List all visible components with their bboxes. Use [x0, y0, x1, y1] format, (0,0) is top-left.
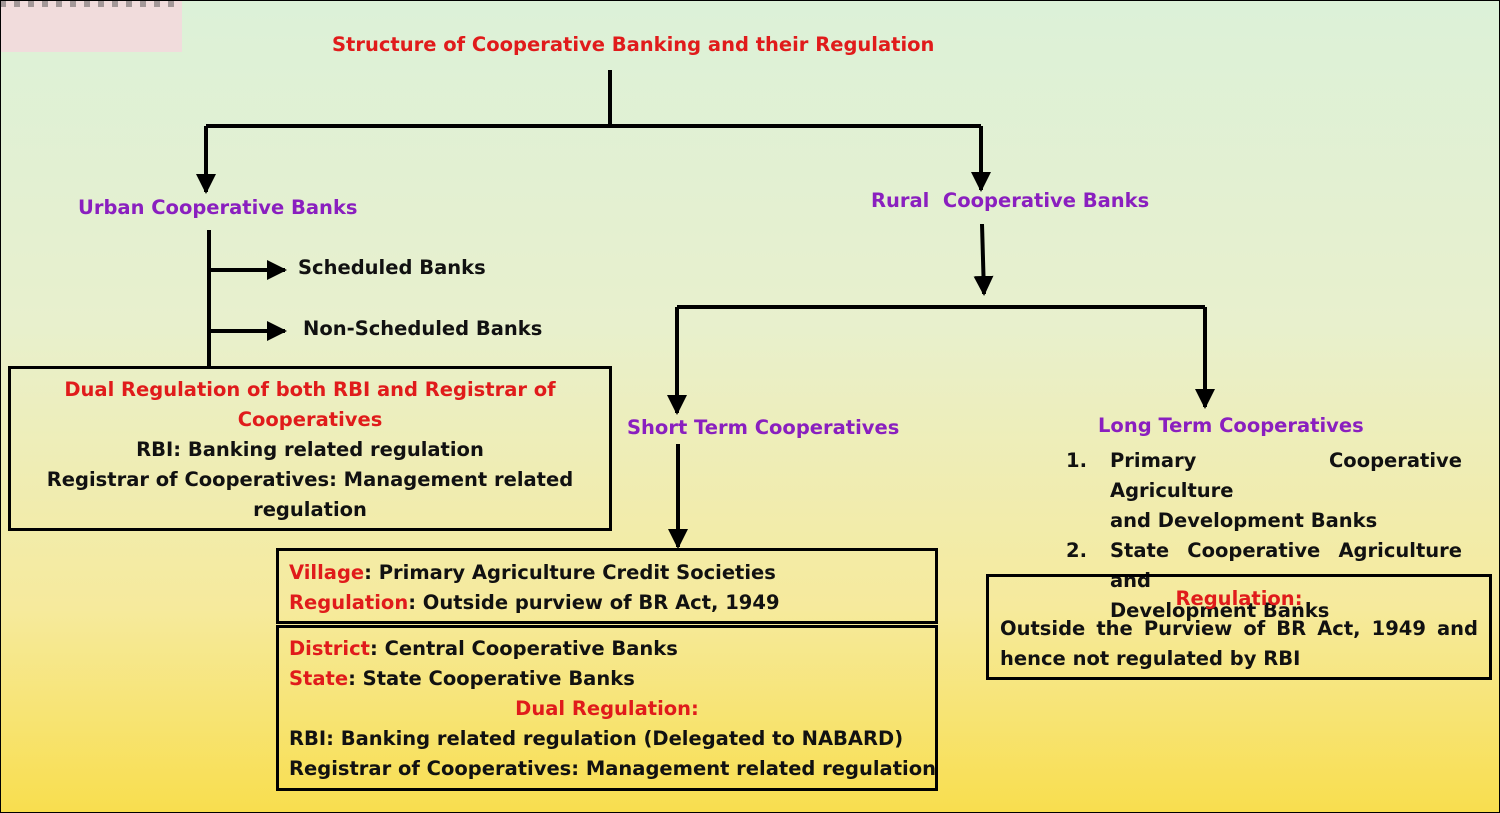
long-term-item-1-line-2: and Development Banks [1110, 509, 1378, 532]
corner-artifact [0, 0, 182, 52]
list-number: 1. [1066, 449, 1087, 472]
long-term-item-1-line-1: Primary Cooperative Agriculture [1110, 449, 1462, 502]
regulation-key: Regulation [289, 591, 409, 614]
regulation-value: : Outside purview of BR Act, 1949 [408, 591, 780, 614]
urban-regulation-heading-line-2: Cooperatives [237, 408, 383, 431]
urban-rbi-regulation-line: RBI: Banking related regulation [136, 438, 484, 461]
scheduled-banks-label: Scheduled Banks [298, 256, 486, 279]
urban-registrar-line-1: Registrar of Cooperatives: Management re… [46, 468, 574, 491]
long-term-list: 1. Primary Cooperative Agriculture and D… [1066, 446, 1462, 626]
short-term-cooperatives-label: Short Term Cooperatives [627, 416, 900, 439]
urban-regulation-box: Dual Regulation of both RBI and Registra… [8, 366, 612, 531]
district-value: : Central Cooperative Banks [369, 637, 678, 660]
long-term-regulation-line-1: Outside the Purview of BR Act, 1949 and [1000, 617, 1478, 640]
list-number: 2. [1066, 539, 1087, 562]
dual-regulation-heading: Dual Regulation: [515, 697, 699, 720]
state-value: : State Cooperative Banks [348, 667, 635, 690]
district-line: District: Central Cooperative Banks [289, 634, 935, 664]
long-term-list-item: 1. Primary Cooperative Agriculture and D… [1066, 446, 1462, 536]
district-key: District [289, 637, 370, 660]
urban-cooperative-banks-label: Urban Cooperative Banks [78, 196, 358, 219]
long-term-regulation-heading: Regulation: [1175, 587, 1303, 610]
village-line: Village: Primary Agriculture Credit Soci… [289, 558, 935, 588]
long-term-cooperatives-label: Long Term Cooperatives [1098, 414, 1364, 437]
state-line: State: State Cooperative Banks [289, 664, 935, 694]
rural-cooperative-banks-label: Rural Cooperative Banks [871, 189, 1150, 212]
district-state-box: District: Central Cooperative Banks Stat… [276, 625, 938, 791]
urban-regulation-heading-line-1: Dual Regulation of both RBI and Registra… [64, 378, 556, 401]
long-term-regulation-line-2: hence not regulated by RBI [1000, 647, 1301, 670]
urban-registrar-line-2: regulation [253, 498, 367, 521]
registrar-line: Registrar of Cooperatives: Management re… [289, 757, 936, 780]
village-key: Village [289, 561, 365, 584]
diagram-title: Structure of Cooperative Banking and the… [332, 33, 935, 56]
village-box: Village: Primary Agriculture Credit Soci… [276, 548, 938, 624]
village-value: : Primary Agriculture Credit Societies [364, 561, 776, 584]
state-key: State [289, 667, 349, 690]
rbi-nabard-line: RBI: Banking related regulation (Delegat… [289, 727, 904, 750]
long-term-regulation-box: Regulation: Outside the Purview of BR Ac… [986, 574, 1492, 680]
long-term-item-2-line-2: Development Banks [1110, 599, 1330, 622]
arrow-rural-down [973, 223, 994, 296]
village-regulation-line: Regulation: Outside purview of BR Act, 1… [289, 588, 935, 618]
non-scheduled-banks-label: Non-Scheduled Banks [303, 317, 543, 340]
